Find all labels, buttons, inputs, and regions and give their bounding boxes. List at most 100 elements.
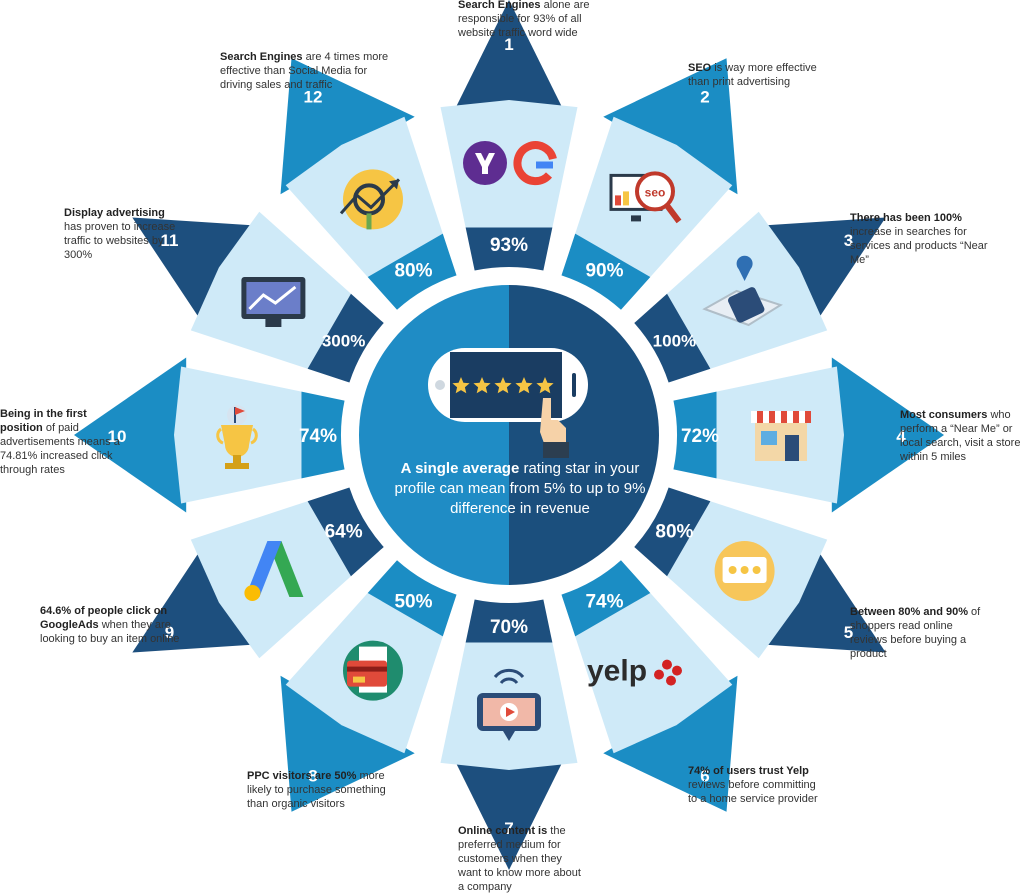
trophy-stem	[233, 455, 241, 463]
credit-card	[347, 660, 387, 687]
rating-star-icon	[473, 377, 491, 394]
caption-9-bold: 64.6% of people click on GoogleAds	[40, 605, 168, 631]
growth-chart-icon	[339, 169, 403, 230]
center-statement-rest: rating star in your profile can mean fro…	[394, 460, 646, 517]
caption-6-text: reviews before committing to a home serv…	[688, 779, 818, 805]
pointer-triangle-2	[603, 58, 738, 195]
yahoo-google-icon	[463, 141, 557, 186]
percent-label-3: 100%	[653, 332, 696, 351]
yelp-burst	[666, 675, 676, 686]
caption-12: Search Engines are 4 times more effectiv…	[220, 50, 390, 92]
percent-band-5	[634, 487, 711, 577]
seo-magnifier-icon: seo	[609, 171, 682, 224]
pointer-triangle-1	[455, 0, 563, 108]
wifi-arc	[499, 677, 519, 685]
caption-2: SEO is way more effective than print adv…	[688, 61, 838, 89]
trophy-cup	[221, 425, 253, 457]
caption-4-bold: Most consumers	[900, 409, 988, 421]
yahoo-y	[475, 153, 495, 174]
review-stars-icon	[714, 541, 775, 601]
awning-stripe	[787, 411, 793, 423]
percent-label-2: 90%	[585, 261, 623, 282]
wifi-arc	[493, 668, 525, 679]
phone-speaker	[572, 373, 576, 397]
store-icon	[751, 411, 811, 461]
caption-8-text: more likely to purchase something than o…	[247, 770, 386, 810]
yelp-burst	[654, 669, 664, 680]
yelp-logo-icon: yelp	[587, 655, 682, 688]
pointer-triangle-5	[766, 552, 886, 653]
video-phone-icon	[477, 668, 541, 741]
caption-12-bold: Search Engines	[220, 51, 303, 63]
percent-band-1	[465, 227, 553, 271]
google-ads-icon	[244, 541, 304, 601]
seo-letters: seo	[645, 185, 666, 199]
caption-1-text: alone are responsible for 93% of all web…	[458, 0, 590, 39]
play-triangle	[506, 707, 515, 717]
segment-9	[190, 501, 351, 659]
caption-3: There has been 100% increase in searches…	[850, 211, 990, 267]
percent-label-1: 93%	[490, 235, 528, 256]
center-right-half	[509, 285, 659, 585]
percent-band-11	[307, 293, 384, 383]
caption-6-bold: 74% of users trust Yelp	[688, 765, 809, 777]
pointer-triangle-10	[74, 357, 187, 513]
awning-stripe	[751, 411, 757, 423]
flag	[235, 407, 245, 415]
card-chip	[353, 676, 365, 683]
bubble-tail	[503, 731, 515, 741]
percent-band-8	[367, 560, 457, 637]
rating-star-icon	[515, 377, 533, 394]
segment-number-1: 1	[504, 35, 513, 54]
caption-8: PPC visitors are 50% more likely to purc…	[247, 769, 407, 811]
store-window	[761, 431, 777, 445]
credit-card-receipt-icon	[343, 640, 403, 701]
magnifier-handle	[664, 203, 682, 224]
trophy-base	[225, 463, 249, 469]
percent-band-10	[301, 391, 345, 479]
caption-4-text: who perform a “Near Me” or local search,…	[900, 409, 1021, 463]
magnifier-lens	[635, 171, 675, 212]
growth-arrow-head	[389, 179, 399, 190]
segment-1	[440, 100, 578, 228]
center-statement: A single average rating star in your pro…	[385, 459, 655, 519]
hand-sleeve	[543, 442, 569, 458]
map-pin	[736, 255, 753, 281]
percent-label-10: 74%	[299, 426, 337, 447]
percent-label-4: 72%	[681, 426, 719, 447]
ads-dot	[244, 585, 261, 601]
caption-11-bold: Display advertising	[64, 207, 165, 219]
chart-line	[248, 285, 297, 311]
bar	[615, 195, 621, 206]
rating-star-icon	[536, 377, 554, 394]
percent-label-12: 80%	[394, 261, 432, 282]
caption-7-text: the preferred medium for customers when …	[458, 825, 581, 893]
center-left-half	[359, 285, 509, 585]
pointer-triangle-12	[280, 58, 415, 195]
rating-phone-icon	[428, 348, 588, 458]
pointer-triangle-3	[766, 217, 886, 318]
caption-12-text: are 4 times more effective than Social M…	[220, 51, 389, 91]
percent-label-7: 70%	[490, 617, 528, 638]
segment-number-2: 2	[700, 88, 709, 107]
review-star-icon	[728, 566, 737, 574]
percent-band-7	[465, 599, 553, 643]
ads-left-bar	[245, 541, 282, 597]
monitor-stand	[631, 215, 641, 222]
awning-stripe	[799, 411, 805, 423]
card-stripe	[347, 666, 387, 672]
percent-band-3	[634, 293, 711, 383]
phone	[728, 287, 765, 323]
caption-5: Between 80% and 90% of shoppers read onl…	[850, 605, 990, 661]
rating-star-icon	[452, 377, 470, 394]
caption-9: 64.6% of people click on GoogleAds when …	[40, 604, 180, 646]
percent-band-4	[673, 391, 717, 479]
yelp-burst	[672, 665, 682, 676]
caption-9-text: when they are looking to buy an item onl…	[40, 619, 180, 645]
trophy-icon	[216, 405, 258, 469]
review-star-icon	[740, 566, 749, 574]
google-g-arc	[513, 141, 557, 186]
phone-button	[435, 380, 445, 390]
pointer-triangle-11	[132, 217, 252, 318]
